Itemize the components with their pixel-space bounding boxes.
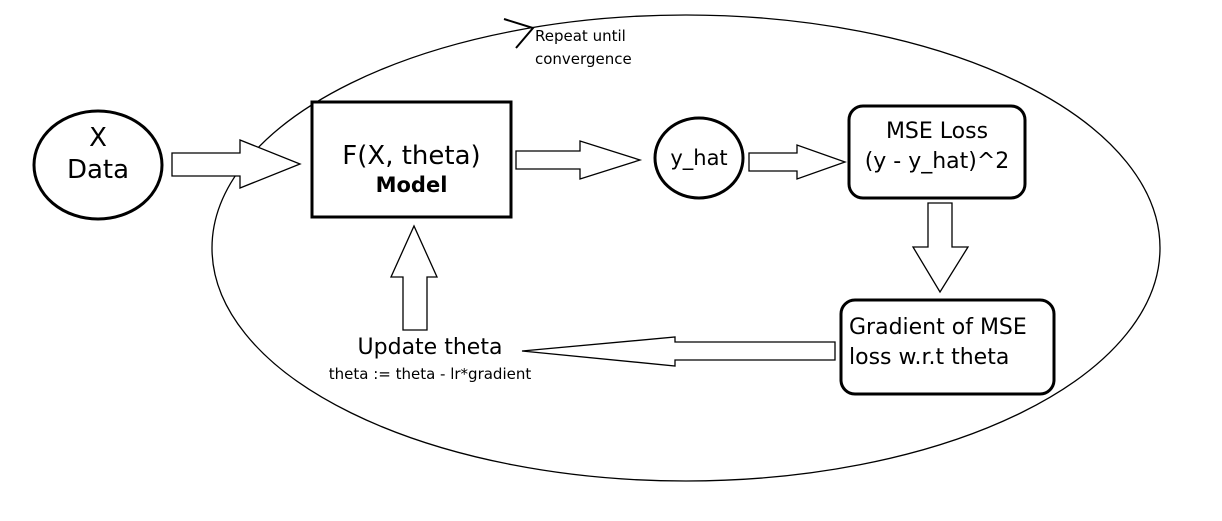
yhat-label: y_hat [670, 146, 728, 170]
update-label: Update theta theta := theta - lr*gradien… [300, 333, 560, 386]
model-label: F(X, theta) Model [312, 140, 511, 198]
data-circle [32, 109, 164, 221]
update-title: Update theta [357, 335, 503, 360]
loop-label: Repeat until convergence [535, 25, 632, 71]
model-box [310, 100, 513, 219]
update-formula: theta := theta - lr*gradient [328, 365, 532, 383]
gradient-line2: loss w.r.t theta [849, 345, 1010, 370]
gradient-box [839, 298, 1056, 396]
data-label-x: X [89, 123, 107, 153]
loop-label-line2: convergence [535, 50, 632, 68]
loss-formula: (y - y_hat)^2 [864, 149, 1010, 174]
loss-box [847, 104, 1027, 200]
model-name-label: Model [375, 173, 448, 197]
yhat-circle [653, 116, 745, 200]
arrow-update-to-model [389, 224, 439, 331]
loss-label: MSE Loss (y - y_hat)^2 [849, 117, 1025, 177]
loss-title: MSE Loss [885, 119, 989, 144]
arrow-gradient-to-update [521, 336, 836, 367]
data-label: X Data [34, 122, 162, 186]
model-function-label: F(X, theta) [342, 141, 481, 171]
loop-label-line1: Repeat until [535, 27, 626, 45]
gradient-line1: Gradient of MSE [849, 315, 1027, 340]
data-label-data: Data [66, 155, 130, 185]
arrow-data-to-model [171, 139, 302, 189]
arrow-model-to-yhat [515, 140, 643, 180]
gradient-label: Gradient of MSE loss w.r.t theta [841, 313, 1062, 373]
repeat-loop-ellipse [211, 14, 1161, 482]
arrow-yhat-to-loss [748, 144, 847, 180]
arrow-loss-to-gradient [911, 202, 970, 294]
loop-arrowhead [503, 18, 535, 49]
